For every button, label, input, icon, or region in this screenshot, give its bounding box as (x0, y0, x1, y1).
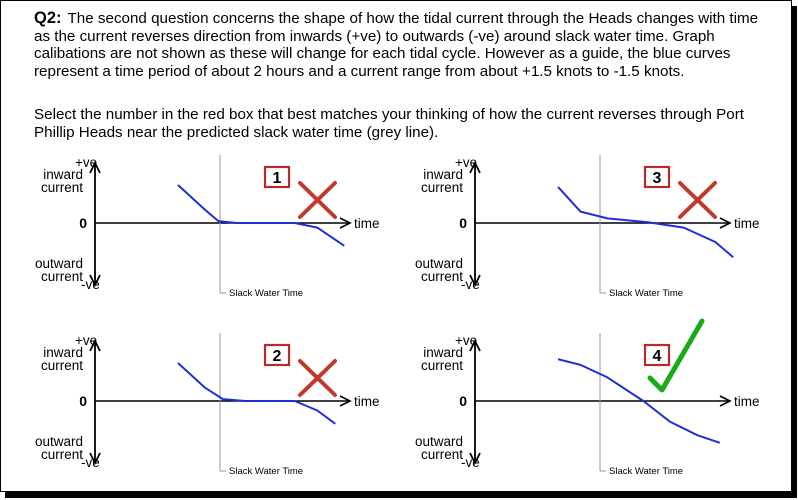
tidal-current-curve (557, 186, 734, 258)
zero-label: 0 (459, 393, 467, 409)
slack-water-label: Slack Water Time (609, 466, 683, 477)
option-number-box (643, 165, 671, 189)
inward-label: inward (423, 167, 463, 182)
outward-label: outward (415, 256, 463, 271)
outward-label: outward (35, 256, 83, 271)
option-number: 4 (653, 348, 662, 365)
y-axis-arrow-down (89, 452, 101, 466)
negative-label: -ve (461, 455, 480, 470)
tidal-current-curve (177, 362, 336, 425)
y-axis-arrow-up (89, 160, 101, 174)
question-text-block: Q2:The second question concerns the shap… (34, 9, 774, 80)
question-body: The second question concerns the shape o… (34, 10, 759, 80)
slack-water-label: Slack Water Time (609, 288, 683, 299)
outward-label: outward (35, 434, 83, 449)
inward-label: inward (43, 167, 83, 182)
inward-label: inward (423, 345, 463, 360)
zero-label: 0 (459, 215, 467, 231)
y-axis-arrow-up (469, 160, 481, 174)
option-number: 1 (273, 170, 282, 187)
x-axis-arrow (339, 395, 352, 407)
zero-label: 0 (79, 215, 87, 231)
negative-label: -ve (461, 277, 480, 292)
y-axis-arrow-up (89, 338, 101, 352)
tidal-current-curve (557, 358, 721, 444)
outward-label: outward (415, 434, 463, 449)
outward-current-label: current (421, 269, 463, 284)
cross-mark-stroke-2 (298, 181, 337, 219)
y-axis-arrow-down (469, 452, 481, 466)
x-axis-arrow (339, 217, 352, 229)
question-frame (0, 0, 792, 492)
outward-current-label: current (41, 447, 83, 462)
outward-current-label: current (421, 447, 463, 462)
time-label: time (354, 394, 380, 409)
inward-label: inward (43, 345, 83, 360)
option-number: 3 (653, 170, 662, 187)
time-label: time (734, 216, 760, 231)
inward-current-label: current (41, 358, 83, 373)
option-number: 2 (273, 348, 282, 365)
cross-mark-stroke-2 (678, 181, 717, 219)
time-label: time (734, 394, 760, 409)
inward-current-label: current (421, 358, 463, 373)
outward-current-label: current (41, 269, 83, 284)
cross-mark-stroke-2 (298, 359, 337, 397)
option-number-box (643, 343, 671, 367)
y-axis-arrow-down (469, 274, 481, 288)
time-label: time (354, 216, 380, 231)
negative-label: -ve (81, 455, 100, 470)
question-instruction: Select the number in the red box that be… (34, 106, 744, 141)
x-axis-arrow (719, 217, 732, 229)
inward-current-label: current (41, 180, 83, 195)
positive-label: +ve (75, 333, 97, 348)
positive-label: +ve (455, 155, 477, 170)
y-axis-arrow-up (469, 338, 481, 352)
option-number-box (263, 165, 291, 189)
negative-label: -ve (81, 277, 100, 292)
positive-label: +ve (455, 333, 477, 348)
slack-water-label: Slack Water Time (229, 466, 303, 477)
question-label: Q2: (34, 9, 62, 27)
inward-current-label: current (421, 180, 463, 195)
tick-mark (647, 318, 705, 393)
x-axis-arrow (719, 395, 732, 407)
positive-label: +ve (75, 155, 97, 170)
slack-water-label: Slack Water Time (229, 288, 303, 299)
option-number-box (263, 343, 291, 367)
zero-label: 0 (79, 393, 87, 409)
tidal-current-curve (177, 184, 345, 247)
y-axis-arrow-down (89, 274, 101, 288)
